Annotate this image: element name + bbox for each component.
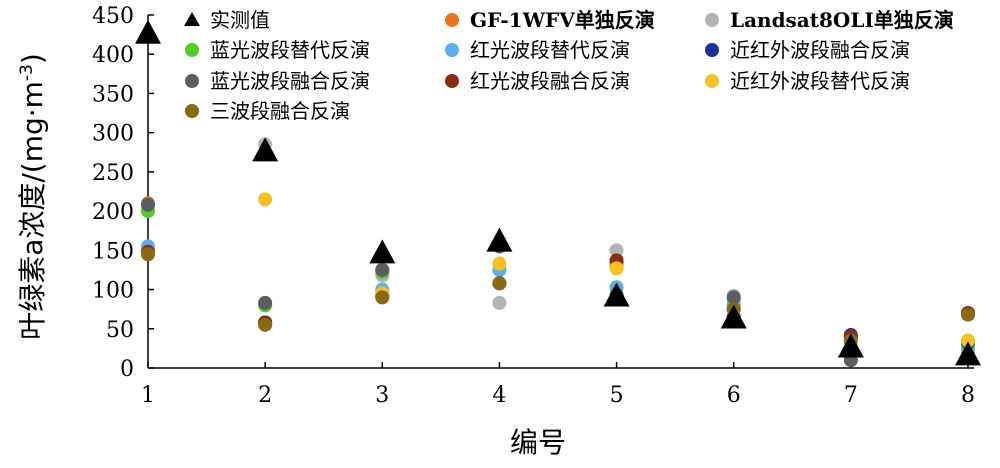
data-point-measured xyxy=(135,19,161,44)
data-point xyxy=(726,290,741,305)
x-tick-label: 8 xyxy=(961,383,975,408)
data-point-measured xyxy=(955,341,981,366)
legend-marker xyxy=(185,74,199,88)
legend-label: 近红外波段替代反演 xyxy=(730,69,910,93)
legend-marker xyxy=(185,104,199,118)
legend-label: 红光波段融合反演 xyxy=(470,69,630,93)
data-point-measured xyxy=(603,282,630,307)
data-point-measured xyxy=(486,227,513,252)
y-tick-label: 300 xyxy=(92,122,134,147)
data-point xyxy=(492,295,507,310)
y-tick-label: 0 xyxy=(120,357,134,382)
legend-label: 红光波段替代反演 xyxy=(470,38,630,62)
legend-label: 蓝光波段替代反演 xyxy=(210,38,370,62)
x-tick-label: 4 xyxy=(492,383,506,408)
legend-marker xyxy=(705,43,719,57)
y-tick-label: 150 xyxy=(92,239,134,264)
legend-marker xyxy=(705,74,719,88)
data-point xyxy=(609,243,624,258)
y-tick-label: 50 xyxy=(106,318,134,343)
legend-marker xyxy=(445,43,459,57)
data-point-measured xyxy=(720,304,747,329)
legend-label: Landsat8OLI单独反演 xyxy=(730,8,954,32)
data-point xyxy=(961,307,975,322)
y-axis-title-main: 叶绿素a浓度/(mg·m xyxy=(16,81,49,340)
data-point xyxy=(375,290,390,305)
y-axis-title-close: ) xyxy=(16,53,49,64)
data-point-measured xyxy=(837,333,864,358)
legend-label: 蓝光波段融合反演 xyxy=(210,69,370,93)
y-tick-label: 400 xyxy=(92,43,134,68)
data-point xyxy=(141,247,155,262)
data-point xyxy=(609,261,624,276)
axes xyxy=(147,15,974,369)
data-point xyxy=(492,256,507,271)
data-points xyxy=(135,19,981,368)
y-axis-title-superscript: -3 xyxy=(17,64,37,81)
x-tick-label: 6 xyxy=(727,383,741,408)
legend-label: 近红外波段融合反演 xyxy=(730,38,910,62)
data-point-measured xyxy=(252,137,279,162)
y-tick-label: 450 xyxy=(92,4,134,29)
legend-marker-triangle xyxy=(184,12,200,26)
data-point xyxy=(961,333,975,348)
legend-marker xyxy=(445,74,459,88)
data-point xyxy=(375,262,390,277)
x-tick-label: 5 xyxy=(610,383,624,408)
legend-label: 三波段融合反演 xyxy=(210,99,350,123)
legend-marker xyxy=(705,13,719,27)
data-point-measured xyxy=(369,239,396,264)
y-axis-title: 叶绿素a浓度/(mg·m-3) xyxy=(16,53,49,340)
legend-label: 实测值 xyxy=(210,8,270,32)
x-tick-label: 3 xyxy=(375,383,389,408)
x-tick-label: 1 xyxy=(141,383,155,408)
legend-marker xyxy=(445,13,459,27)
data-point xyxy=(258,295,273,310)
legend-label: GF-1WFV单独反演 xyxy=(470,8,655,32)
data-point xyxy=(258,317,273,332)
x-tick-label: 7 xyxy=(844,383,858,408)
y-tick-label: 200 xyxy=(92,200,134,225)
data-point xyxy=(258,192,273,207)
data-point xyxy=(141,197,155,212)
x-tick-label: 2 xyxy=(258,383,272,408)
data-point xyxy=(492,276,507,291)
y-tick-label: 350 xyxy=(92,82,134,107)
y-tick-label: 250 xyxy=(92,161,134,186)
x-axis-title: 编号 xyxy=(510,426,566,459)
ticks: 0 50 100 150 200 250 300 350 400 450 1 2 3 4 5 6 7 8 xyxy=(92,4,975,408)
legend-marker xyxy=(185,43,199,57)
y-tick-label: 100 xyxy=(92,279,134,304)
